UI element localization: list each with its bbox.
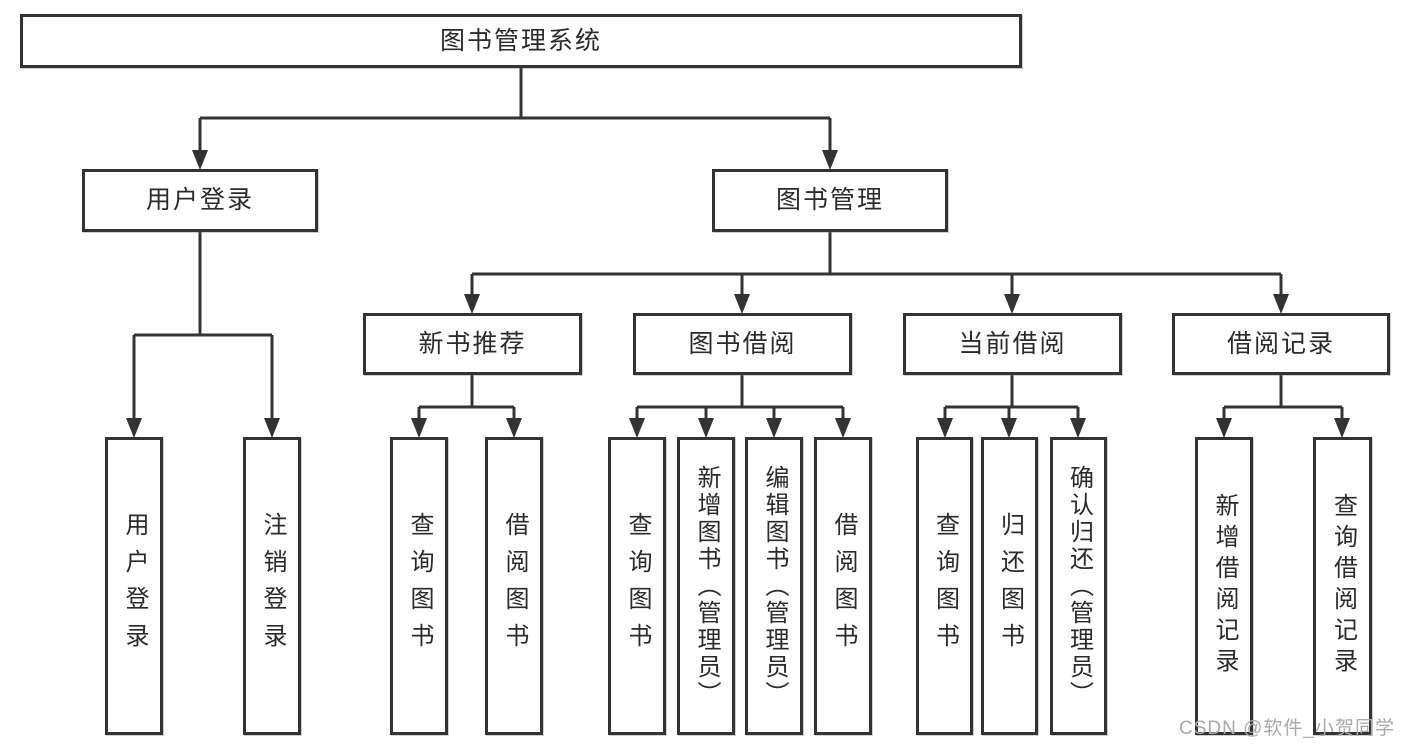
leaf-confirm-return-admin: 确认归还（管理员）: [1050, 437, 1107, 735]
node-new-book-recommendation-label: 新书推荐: [418, 329, 527, 358]
leaf-edit-book-admin-label: 编辑图书（管理员）: [761, 464, 788, 708]
node-borrowing-records-label: 借阅记录: [1226, 329, 1335, 358]
arrowhead: [1001, 418, 1017, 438]
leaf-add-borrow-record-label: 新增借阅记录: [1211, 493, 1238, 679]
edge-currentborrow-to-leaves: [943, 375, 1080, 426]
arrowhead: [126, 418, 142, 438]
leaf-add-book-admin: 新增图书（管理员）: [677, 437, 735, 735]
leaf-query-book-current: 查询图书: [916, 437, 973, 735]
leaf-query-book-current-label: 查询图书: [931, 512, 959, 660]
arrowhead: [1334, 418, 1350, 438]
leaf-return-book: 归还图书: [981, 437, 1038, 735]
node-borrowing-records: 借阅记录: [1172, 313, 1390, 375]
edge-borrowrecords-to-leaves: [1222, 375, 1344, 426]
node-book-borrowing-label: 图书借阅: [688, 329, 797, 358]
leaf-query-borrow-record-label: 查询借阅记录: [1329, 493, 1357, 679]
watermark: CSDN @软件_小贺同学: [1179, 718, 1395, 739]
arrowhead: [766, 418, 782, 438]
arrowhead: [411, 418, 427, 438]
edge-bookborrow-to-leaves: [635, 375, 845, 426]
arrowhead: [192, 150, 208, 170]
node-book-borrowing: 图书借阅: [633, 313, 852, 375]
arrowhead: [734, 294, 750, 314]
arrowhead: [1273, 294, 1289, 314]
leaf-borrow-book-newrec: 借阅图书: [485, 437, 543, 735]
arrowhead: [629, 418, 645, 438]
leaf-logout-label: 注销登录: [259, 512, 286, 660]
edge-root-to-level2: [198, 68, 832, 158]
node-current-borrowing: 当前借阅: [903, 313, 1122, 375]
arrowhead: [822, 150, 838, 170]
leaf-borrow-book-borrowing-label: 借阅图书: [830, 512, 857, 660]
arrowhead: [506, 418, 522, 438]
node-user-login-label: 用户登录: [145, 186, 254, 214]
leaf-query-book-newrec: 查询图书: [390, 437, 448, 735]
node-new-book-recommendation: 新书推荐: [363, 313, 582, 375]
leaf-user-login: 用户登录: [105, 437, 163, 735]
edge-bookmgmt-to-level3: [470, 232, 1283, 302]
node-root: 图书管理系统: [20, 14, 1022, 68]
arrowhead: [1004, 294, 1020, 314]
leaf-logout: 注销登录: [243, 437, 301, 735]
edge-userlogin-to-leaves: [132, 232, 274, 426]
arrowhead: [835, 418, 851, 438]
leaf-query-book-borrowing-label: 查询图书: [624, 512, 651, 660]
node-user-login: 用户登录: [82, 169, 318, 232]
leaf-query-borrow-record: 查询借阅记录: [1313, 437, 1372, 735]
arrowhead: [464, 294, 480, 314]
node-book-management: 图书管理: [712, 169, 948, 232]
arrowhead: [698, 418, 714, 438]
leaf-borrow-book-borrowing: 借阅图书: [814, 437, 872, 735]
leaf-borrow-book-newrec-label: 借阅图书: [501, 512, 528, 660]
leaf-add-book-admin-label: 新增图书（管理员）: [693, 464, 720, 708]
arrowhead: [264, 418, 280, 438]
arrowhead: [937, 418, 953, 438]
node-root-label: 图书管理系统: [439, 26, 602, 55]
arrowhead: [1070, 418, 1086, 438]
leaf-edit-book-admin: 编辑图书（管理员）: [745, 437, 803, 735]
edge-newbook-to-leaves: [417, 375, 516, 426]
leaf-query-book-borrowing: 查询图书: [608, 437, 666, 735]
leaf-confirm-return-admin-label: 确认归还（管理员）: [1065, 464, 1093, 708]
node-current-borrowing-label: 当前借阅: [958, 329, 1067, 358]
leaf-user-login-label: 用户登录: [121, 512, 148, 660]
arrowhead: [1216, 418, 1232, 438]
leaf-return-book-label: 归还图书: [996, 512, 1024, 660]
leaf-query-book-newrec-label: 查询图书: [406, 512, 433, 660]
leaf-add-borrow-record: 新增借阅记录: [1195, 437, 1253, 735]
node-book-management-label: 图书管理: [775, 186, 884, 214]
